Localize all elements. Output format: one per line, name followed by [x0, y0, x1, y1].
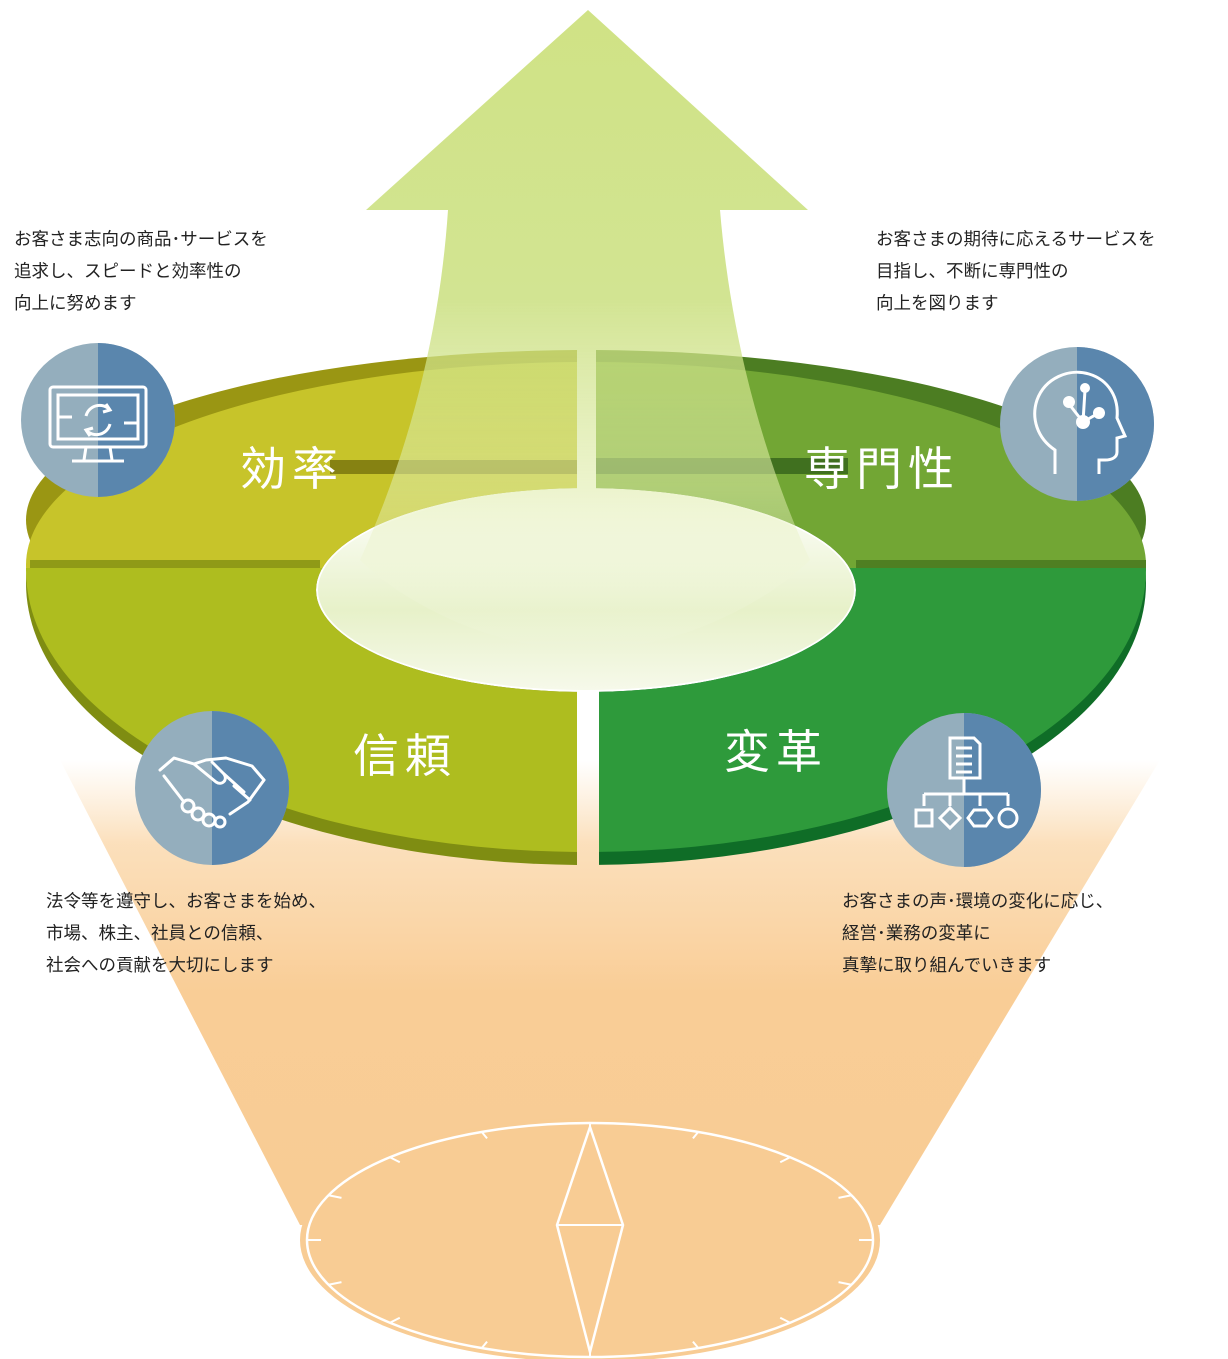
compass-tick	[779, 1316, 791, 1324]
divider-left	[30, 560, 320, 568]
description-line: 経営･業務の変革に	[842, 924, 991, 944]
compass-tick	[389, 1316, 401, 1324]
compass-glow	[60, 760, 1160, 1225]
description-line: 市場、株主、社員との信頼、	[46, 924, 274, 944]
segment-title-efficiency: 効率	[240, 442, 344, 496]
compass-tick	[838, 1281, 852, 1286]
compass-tick	[838, 1194, 852, 1199]
description-line: 向上に努めます	[14, 294, 137, 314]
up-arrow	[360, 10, 810, 650]
description-line: 目指し、不断に専門性の	[876, 262, 1069, 282]
compass-tick	[692, 1340, 700, 1349]
segment-title-change: 変革	[724, 725, 828, 779]
segment-title-expertise: 専門性	[804, 442, 960, 496]
compass-tick	[328, 1281, 342, 1286]
flowchart-icon	[887, 713, 1041, 867]
description-line: 社会への貢献を大切にします	[46, 956, 274, 976]
description-line: 向上を図ります	[876, 294, 999, 314]
compass-glow-base	[300, 1118, 880, 1359]
description-line: お客さまの声･環境の変化に応じ、	[842, 892, 1114, 912]
compass-icon	[305, 1121, 875, 1359]
description-expertise: お客さまの期待に応えるサービスを 目指し、不断に専門性の 向上を図ります	[876, 224, 1155, 320]
description-line: お客さまの期待に応えるサービスを	[876, 230, 1156, 250]
description-change: お客さまの声･環境の変化に応じ、 経営･業務の変革に 真摯に取り組んでいきます	[842, 886, 1113, 982]
head-network-icon	[1000, 347, 1154, 501]
description-line: 真摯に取り組んでいきます	[842, 956, 1052, 976]
compass-tick	[480, 1131, 488, 1140]
monitor-refresh-icon	[21, 343, 175, 497]
description-efficiency: お客さま志向の商品･サービスを 追求し、スピードと効率性の 向上に努めます	[14, 224, 268, 320]
compass-tick	[692, 1131, 700, 1140]
compass-tick	[389, 1156, 401, 1164]
description-line: 法令等を遵守し、お客さまを始め、	[46, 892, 326, 912]
segment-title-trust: 信頼	[353, 729, 457, 783]
description-line: 追求し、スピードと効率性の	[14, 262, 242, 282]
description-line: お客さま志向の商品･サービスを	[14, 230, 268, 250]
handshake-icon	[135, 711, 289, 865]
description-trust: 法令等を遵守し、お客さまを始め、 市場、株主、社員との信頼、 社会への貢献を大切…	[46, 886, 326, 982]
compass-tick	[480, 1340, 488, 1349]
compass-tick	[779, 1156, 791, 1164]
divider-right	[856, 560, 1146, 568]
compass-tick	[328, 1194, 342, 1199]
